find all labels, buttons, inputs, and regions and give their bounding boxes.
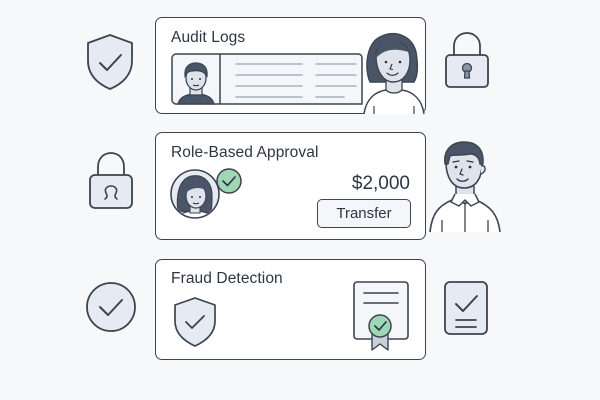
woman-avatar — [362, 32, 426, 115]
padlock-keyhole-icon — [444, 31, 490, 89]
audit-logs-card[interactable]: Audit Logs — [155, 17, 426, 115]
man-avatar — [426, 141, 506, 234]
user-thumbnail — [177, 62, 215, 105]
transfer-button[interactable]: Transfer — [317, 199, 411, 228]
approver-avatar — [170, 167, 248, 221]
shield-check-icon — [84, 33, 136, 91]
card-title: Role-Based Approval — [171, 144, 319, 161]
role-based-approval-card[interactable]: Role-Based Approval $2,00 — [155, 132, 426, 240]
card-title: Audit Logs — [171, 29, 246, 46]
fraud-detection-card[interactable]: Fraud Detection — [155, 259, 426, 360]
shield-check-icon — [172, 296, 218, 348]
log-panel — [171, 53, 363, 105]
document-check-icon — [443, 280, 489, 336]
card-title: Fraud Detection — [171, 270, 283, 287]
certificate-icon — [352, 280, 410, 352]
check-circle-icon — [85, 281, 137, 333]
padlock-user-icon — [88, 151, 134, 211]
transfer-amount: $2,000 — [351, 173, 410, 194]
approved-check-badge — [216, 168, 242, 194]
